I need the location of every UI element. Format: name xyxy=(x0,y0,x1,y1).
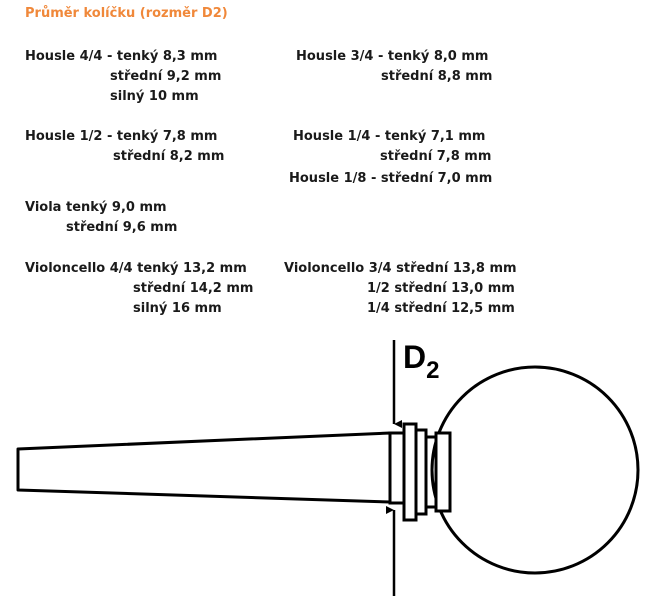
peg-collar-ring xyxy=(402,422,418,522)
spec-viola-thin: Viola tenký 9,0 mm xyxy=(25,200,167,215)
spec-housle-44-strong: silný 10 mm xyxy=(110,89,199,104)
spec-viola-medium: střední 9,6 mm xyxy=(66,220,178,235)
spec-cello-44-thin: Violoncello 4/4 tenký 13,2 mm xyxy=(25,261,247,276)
spec-housle-34-thin: Housle 3/4 - tenký 8,0 mm xyxy=(296,49,489,64)
spec-housle-12-thin: Housle 1/2 - tenký 7,8 mm xyxy=(25,129,218,144)
peg-shaft xyxy=(16,431,392,504)
spec-cello-34-medium: Violoncello 3/4 střední 13,8 mm xyxy=(284,261,517,276)
spec-cello-12-medium: 1/2 střední 13,0 mm xyxy=(367,281,515,296)
spec-housle-44-medium: střední 9,2 mm xyxy=(110,69,222,84)
peg-collar-ring xyxy=(388,431,406,505)
peg-ball-head xyxy=(430,365,640,575)
dimension-label: D2 xyxy=(403,339,439,384)
spec-housle-14-medium: střední 7,8 mm xyxy=(380,149,492,164)
spec-housle-44-thin: Housle 4/4 - tenký 8,3 mm xyxy=(25,49,218,64)
page-title: Průměr kolíčku (rozměr D2) xyxy=(25,6,228,21)
spec-cello-14-medium: 1/4 střední 12,5 mm xyxy=(367,301,515,316)
spec-housle-34-medium: střední 8,8 mm xyxy=(381,69,493,84)
spec-housle-14-thin: Housle 1/4 - tenký 7,1 mm xyxy=(293,129,486,144)
dimension-subscript: 2 xyxy=(426,357,439,384)
spec-housle-18-medium: Housle 1/8 - střední 7,0 mm xyxy=(289,171,493,186)
spec-cello-44-medium: střední 14,2 mm xyxy=(133,281,254,296)
spec-housle-12-medium: střední 8,2 mm xyxy=(113,149,225,164)
spec-cello-44-strong: silný 16 mm xyxy=(133,301,222,316)
